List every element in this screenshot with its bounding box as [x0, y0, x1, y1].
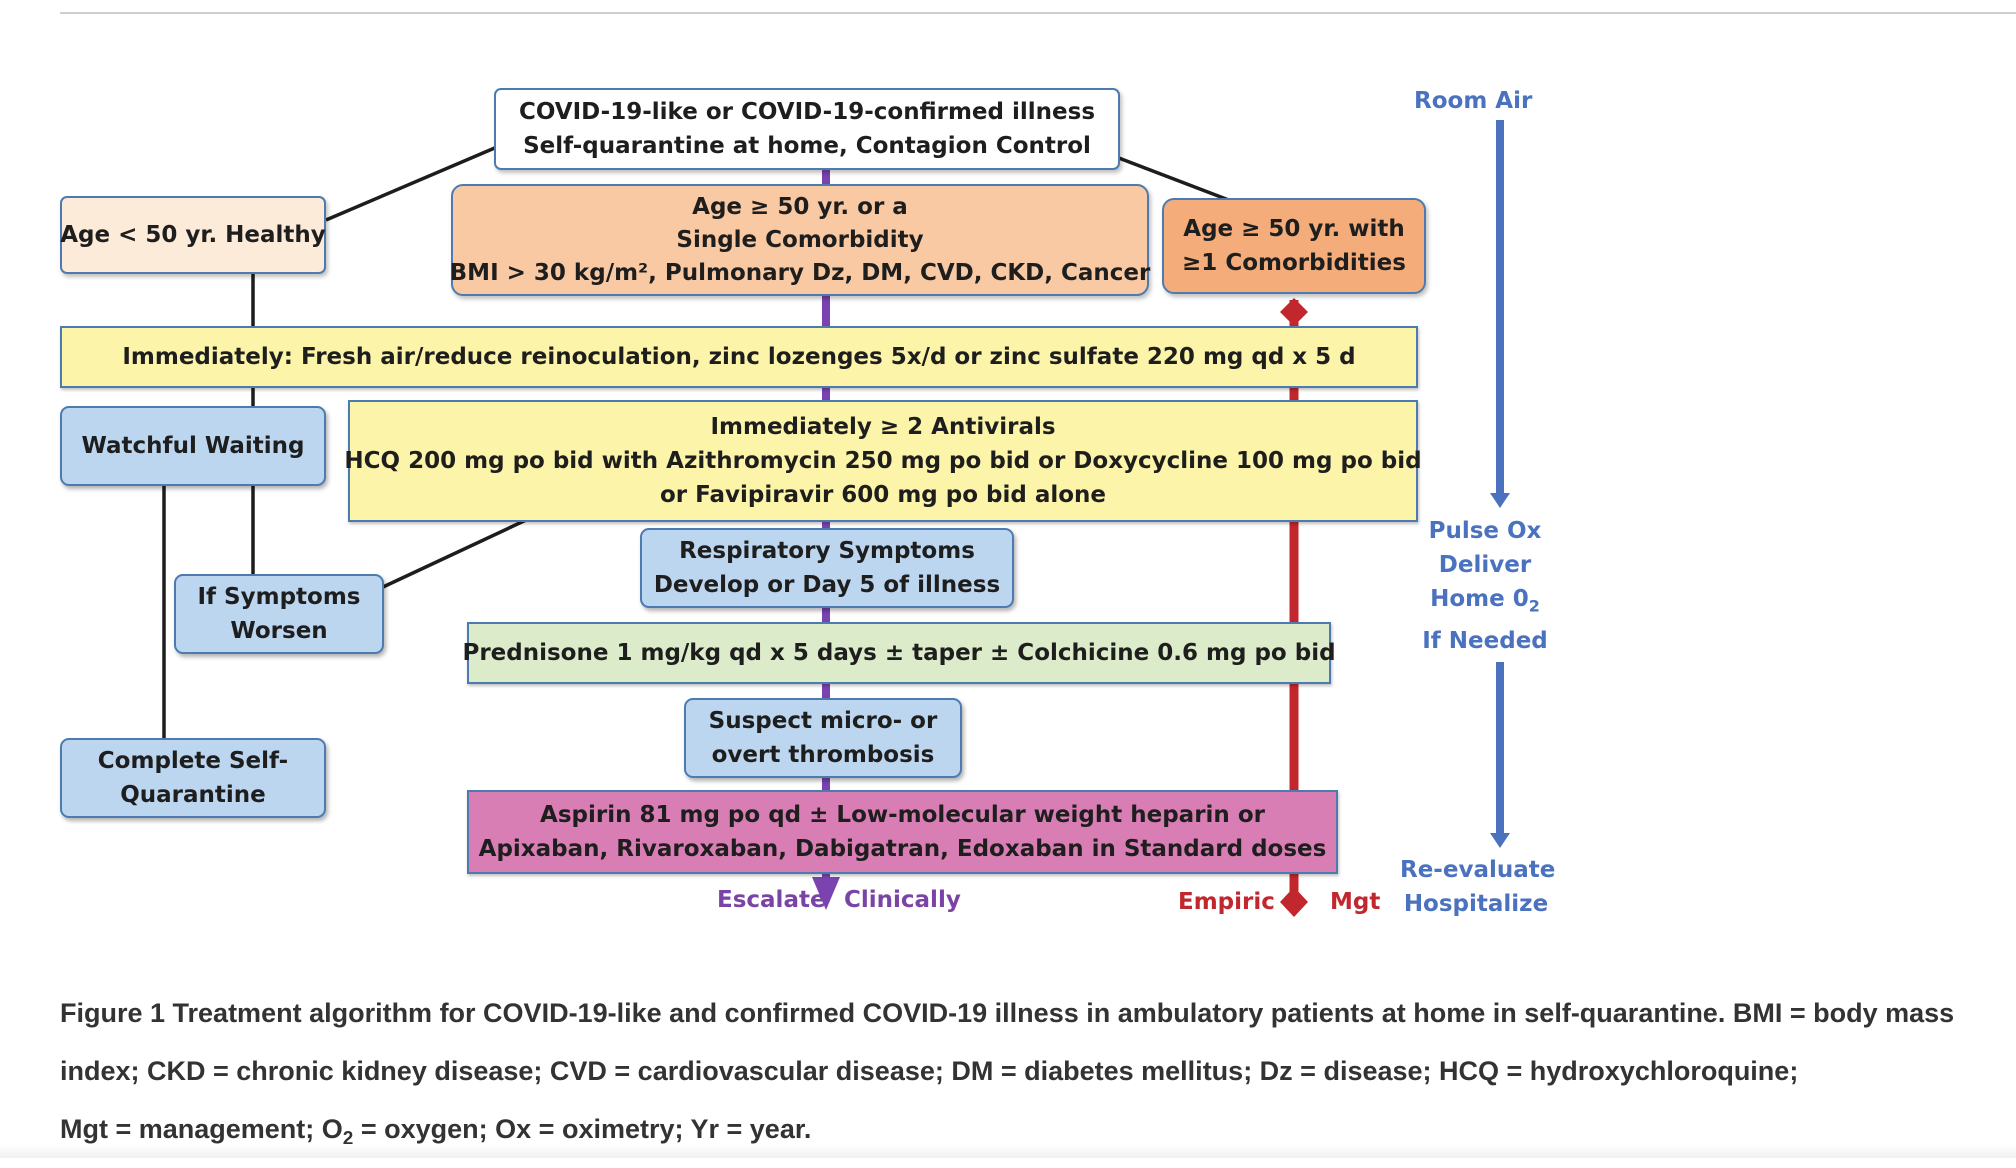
immediate-zinc-box: Immediately: Fresh air/reduce reinoculat…	[60, 326, 1418, 388]
oxygen-scale-arrows	[1490, 120, 1510, 848]
age-50-multi-line2: ≥1 Comorbidities	[1182, 250, 1406, 276]
caption-line1: Figure 1 Treatment algorithm for COVID-1…	[60, 998, 1955, 1028]
prednisone-text: Prednisone 1 mg/kg qd x 5 days ± taper ±…	[462, 640, 1336, 666]
clinically-label: Clinically	[844, 887, 961, 913]
age-50-multi-comorbidity-box: Age ≥ 50 yr. with ≥1 Comorbidities	[1162, 198, 1426, 294]
complete-quarantine-line1: Complete Self-	[97, 748, 289, 774]
anticoagulation-box: Aspirin 81 mg po qd ± Low-molecular weig…	[467, 790, 1338, 874]
caption-line3-end: = oxygen; Ox = oximetry; Yr = year.	[353, 1114, 812, 1144]
treatment-flowchart: COVID-19-like or COVID-19-confirmed illn…	[60, 88, 1556, 921]
immediate-zinc-text: Immediately: Fresh air/reduce reinoculat…	[122, 344, 1356, 370]
top-divider	[60, 12, 2016, 14]
anticoagulation-line1: Aspirin 81 mg po qd ± Low-molecular weig…	[540, 802, 1265, 828]
home-o2-text: Home 0	[1430, 586, 1529, 612]
home-o2-subscript: 2	[1528, 596, 1540, 616]
prednisone-box: Prednisone 1 mg/kg qd x 5 days ± taper ±…	[462, 622, 1336, 684]
age-under-50-box: Age < 50 yr. Healthy	[60, 196, 326, 274]
respiratory-line2: Develop or Day 5 of illness	[653, 572, 1001, 598]
symptoms-worsen-line2: Worsen	[230, 618, 328, 644]
if-symptoms-worsen-box: If Symptoms Worsen	[174, 574, 384, 654]
mgt-label: Mgt	[1330, 889, 1381, 915]
pulse-ox-line4: If Needed	[1422, 627, 1548, 654]
bottom-fade	[0, 1144, 2016, 1158]
respiratory-symptoms-box: Respiratory Symptoms Develop or Day 5 of…	[640, 528, 1014, 608]
pulse-ox-line2: Deliver	[1438, 552, 1532, 578]
covid-illness-line2: Self-quarantine at home, Contagion Contr…	[523, 133, 1091, 159]
pulse-ox-label: Pulse Ox Deliver Home 02 If Needed	[1420, 514, 1550, 658]
thrombosis-line1: Suspect micro- or	[708, 708, 938, 734]
symptoms-worsen-line1: If Symptoms	[197, 584, 361, 610]
antivirals-line1: Immediately ≥ 2 Antivirals	[710, 414, 1056, 440]
antivirals-line2: HCQ 200 mg po bid with Azithromycin 250 …	[344, 448, 1422, 474]
watchful-waiting-box: Watchful Waiting	[60, 406, 326, 486]
thrombosis-box: Suspect micro- or overt thrombosis	[684, 698, 962, 778]
age-50-multi-line1: Age ≥ 50 yr. with	[1183, 216, 1405, 242]
complete-self-quarantine-box: Complete Self- Quarantine	[60, 738, 326, 818]
age-50-single-comorbidity-box: Age ≥ 50 yr. or a Single Comorbidity BMI…	[449, 184, 1151, 296]
pulse-ox-line1: Pulse Ox	[1428, 518, 1542, 544]
thrombosis-line2: overt thrombosis	[711, 742, 935, 768]
caption-line3-start: Mgt = management; O	[60, 1114, 343, 1144]
caption-line2: index; CKD = chronic kidney disease; CVD…	[60, 1056, 1799, 1086]
reevaluate-hospitalize-label: Re-evaluate Hospitalize	[1400, 853, 1556, 921]
room-air-label: Room Air	[1414, 88, 1533, 114]
caption-line3: Mgt = management; O2 = oxygen; Ox = oxim…	[60, 1100, 2016, 1168]
caption-o2-subscript: 2	[342, 1128, 354, 1150]
age-50-single-line2: Single Comorbidity	[676, 226, 924, 253]
anticoagulation-line2: Apixaban, Rivaroxaban, Dabigatran, Edoxa…	[478, 836, 1327, 862]
hospitalize-text: Hospitalize	[1403, 891, 1549, 917]
age-50-single-line1: Age ≥ 50 yr. or a	[692, 193, 908, 220]
escalate-label: Escalate	[717, 887, 826, 913]
pulse-ox-line3: Home 02	[1420, 582, 1550, 624]
age-50-single-line3: BMI > 30 kg/m², Pulmonary Dz, DM, CVD, C…	[449, 259, 1151, 286]
antivirals-box: Immediately ≥ 2 Antivirals HCQ 200 mg po…	[344, 400, 1422, 522]
figure-caption: Figure 1 Treatment algorithm for COVID-1…	[60, 984, 2016, 1168]
covid-illness-line1: COVID-19-like or COVID-19-confirmed illn…	[518, 99, 1096, 125]
red-diamond-top	[1280, 298, 1308, 326]
complete-quarantine-line2: Quarantine	[120, 782, 266, 808]
respiratory-line1: Respiratory Symptoms	[679, 538, 975, 564]
reevaluate-text: Re-evaluate	[1400, 857, 1556, 883]
age-under-50-text: Age < 50 yr. Healthy	[60, 222, 326, 248]
watchful-waiting-text: Watchful Waiting	[81, 433, 305, 459]
red-diamond-bottom	[1280, 887, 1308, 917]
antivirals-line3: or Favipiravir 600 mg po bid alone	[659, 482, 1107, 508]
covid-illness-box: COVID-19-like or COVID-19-confirmed illn…	[494, 88, 1120, 170]
empiric-label: Empiric	[1178, 889, 1275, 915]
